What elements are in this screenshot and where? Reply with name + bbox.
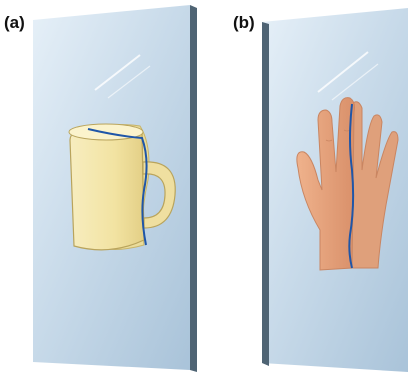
mirror-edge-a [190,5,197,372]
mug-body [70,126,144,250]
mirror-edge-b [262,22,269,366]
